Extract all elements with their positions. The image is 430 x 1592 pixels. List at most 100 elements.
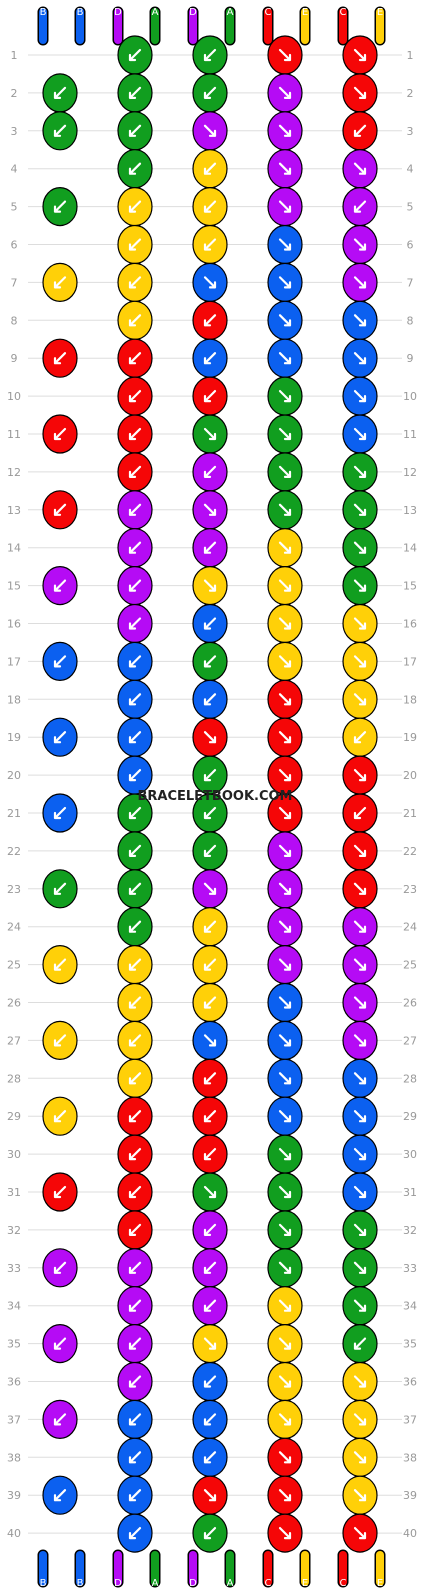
knot (117, 1475, 153, 1515)
arrow-down-left-icon (203, 806, 217, 820)
knot (117, 149, 153, 189)
knot (42, 793, 78, 833)
knot (117, 262, 153, 302)
arrow-down-left-icon (203, 1110, 217, 1123)
row-number-right: 33 (403, 1262, 417, 1275)
knot (117, 869, 153, 909)
knot (42, 1020, 78, 1061)
knot (42, 1323, 78, 1364)
row-number-left: 23 (7, 883, 21, 896)
arrow-down-left-icon (53, 86, 67, 99)
knot (42, 565, 78, 606)
knot (267, 1475, 303, 1515)
row-number-right: 32 (403, 1224, 417, 1237)
strand-label-bottom: E (302, 1578, 308, 1589)
arrow-down-left-icon (53, 1413, 67, 1426)
arrow-down-left-icon (128, 920, 142, 933)
knot (267, 300, 303, 340)
arrow-down-right-icon (353, 1185, 367, 1199)
row-number-right: 24 (403, 921, 417, 934)
knot (192, 869, 228, 909)
knot (117, 300, 153, 340)
knot (342, 603, 378, 644)
row-number-left: 7 (11, 276, 18, 289)
row-number-right: 29 (403, 1110, 417, 1123)
knot (192, 224, 228, 265)
row-number-left: 26 (7, 997, 21, 1010)
arrow-down-left-icon (128, 1489, 142, 1502)
knot (192, 1361, 228, 1402)
arrow-down-left-icon (203, 390, 217, 403)
arrow-down-left-icon (203, 1451, 217, 1464)
arrow-down-left-icon (353, 806, 367, 820)
strand-label-bottom: D (114, 1578, 122, 1589)
arrow-down-left-icon (203, 1299, 217, 1312)
knot (267, 528, 303, 568)
arrow-down-left-icon (203, 541, 217, 554)
arrow-down-left-icon (128, 693, 142, 706)
knot (267, 1058, 303, 1098)
knot (192, 490, 228, 530)
row-number-right: 39 (403, 1489, 417, 1502)
strand-label-bottom: B (40, 1578, 47, 1589)
knot (192, 452, 228, 492)
arrow-down-left-icon (353, 1337, 367, 1350)
knot (42, 262, 78, 302)
arrow-down-left-icon (128, 769, 142, 782)
knot (342, 831, 378, 871)
knot (342, 224, 378, 265)
row-number-left: 25 (7, 959, 21, 972)
arrow-down-left-icon (128, 996, 142, 1009)
arrow-down-left-icon (203, 162, 217, 175)
strand-label-top: A (152, 7, 159, 18)
row-number-left: 13 (7, 504, 21, 517)
arrow-down-left-icon (128, 1223, 142, 1236)
arrow-down-right-icon (278, 1299, 292, 1312)
row-number-left: 37 (7, 1413, 21, 1426)
row-number-left: 6 (11, 239, 18, 252)
knot (117, 111, 153, 151)
arrow-down-left-icon (203, 1148, 217, 1161)
knot (117, 831, 153, 871)
knot (117, 528, 153, 568)
arrow-down-right-icon (278, 1337, 292, 1350)
arrow-down-right-icon (353, 958, 367, 971)
arrow-down-right-icon (353, 48, 367, 62)
row-number-right: 36 (403, 1376, 417, 1389)
arrow-down-right-icon (278, 1413, 292, 1426)
arrow-down-right-icon (278, 48, 292, 62)
row-number-left: 14 (7, 542, 21, 555)
knot (342, 1361, 378, 1402)
row-number-right: 30 (403, 1148, 417, 1161)
arrow-down-right-icon (278, 882, 292, 895)
strand-label-top: D (189, 7, 197, 18)
arrow-down-left-icon (53, 1261, 67, 1274)
knot (117, 1286, 153, 1326)
arrow-down-left-icon (203, 769, 217, 782)
knot (192, 944, 228, 985)
arrow-down-right-icon (278, 1261, 292, 1274)
knot (117, 490, 153, 530)
knot (342, 376, 378, 416)
knot (342, 1475, 378, 1515)
arrow-down-left-icon (53, 655, 67, 668)
arrow-down-left-icon (128, 352, 142, 365)
knot (192, 1513, 228, 1553)
knot (192, 1210, 228, 1250)
knot (117, 1210, 153, 1250)
arrow-down-right-icon (278, 731, 292, 744)
knot (342, 1058, 378, 1098)
arrow-down-right-icon (278, 806, 292, 820)
knot (342, 755, 378, 795)
arrow-down-left-icon (128, 541, 142, 554)
knot (117, 1248, 153, 1288)
arrow-down-left-icon (128, 48, 142, 62)
arrow-down-left-icon (203, 693, 217, 706)
arrow-down-right-icon (353, 1413, 367, 1426)
row-number-left: 1 (11, 49, 18, 62)
knot (342, 679, 378, 719)
row-number-right: 31 (403, 1186, 417, 1199)
arrow-down-left-icon (203, 465, 217, 478)
knot (192, 1248, 228, 1288)
